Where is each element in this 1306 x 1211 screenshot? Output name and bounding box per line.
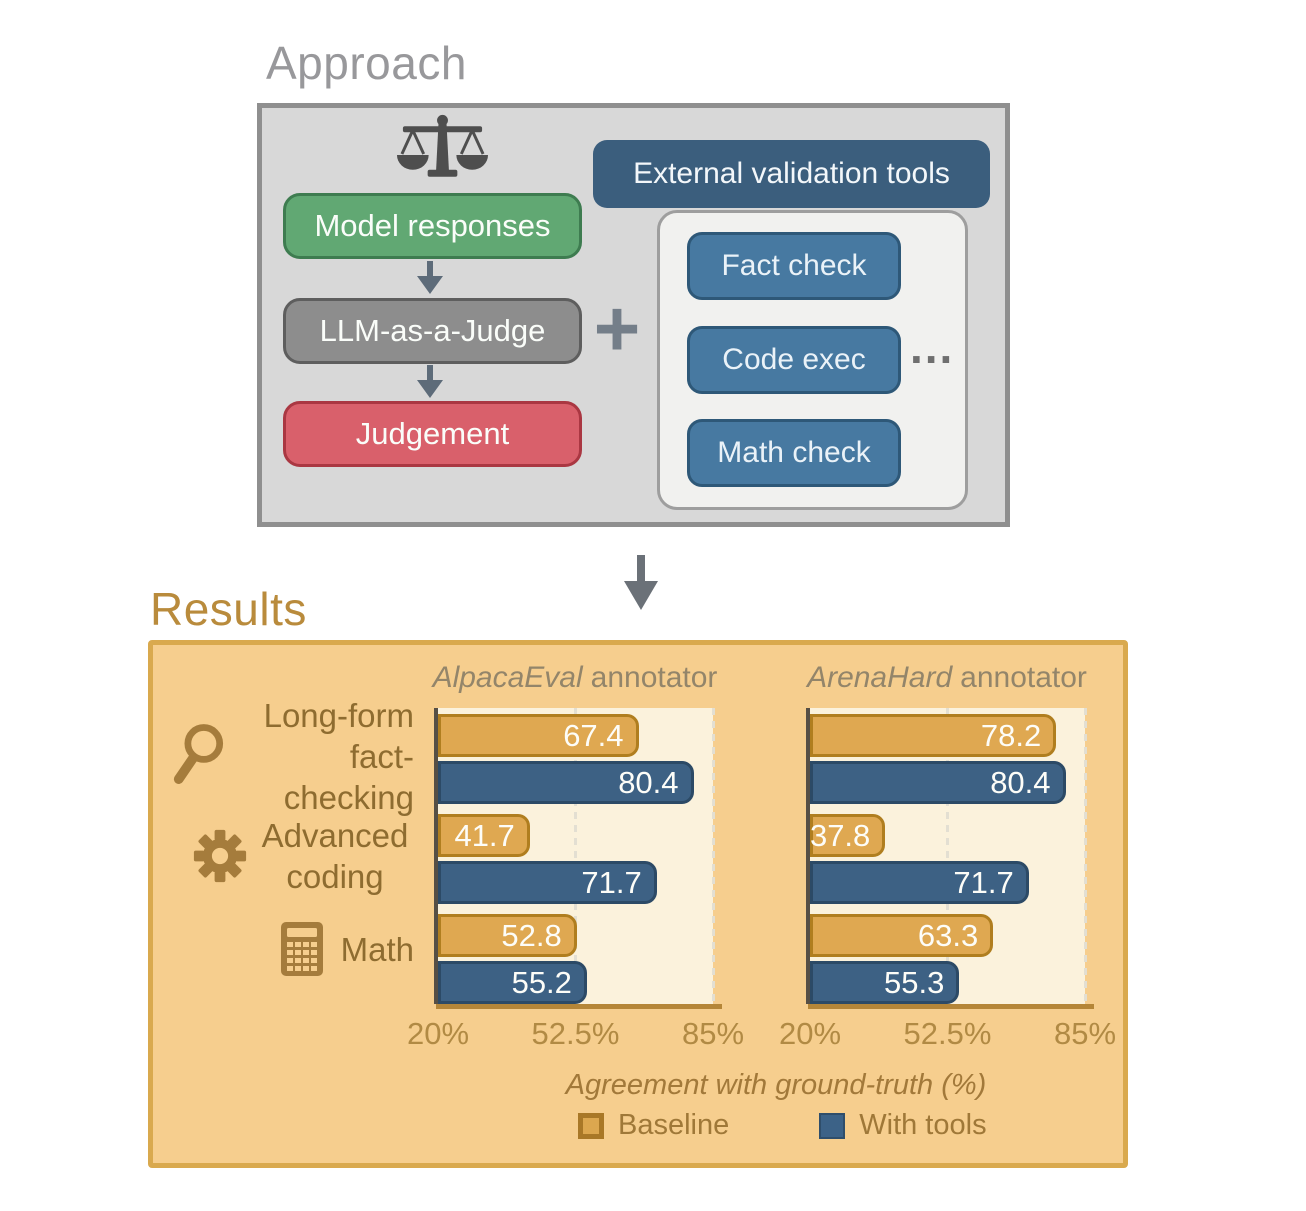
x-axis-spine (436, 1004, 722, 1009)
bar-with-tools: 80.4 (438, 761, 694, 804)
x-axis-spine (808, 1004, 1094, 1009)
bar-value-label: 55.3 (884, 965, 945, 1000)
category-row-math: Math (281, 921, 414, 977)
bar-baseline: 63.3 (810, 914, 994, 957)
more-tools-ellipsis: ... (910, 321, 955, 373)
code-exec-node: Code exec (687, 326, 901, 394)
results-section-title: Results (150, 583, 307, 635)
bar-value-label: 80.4 (618, 765, 679, 800)
legend-item-with-tools: With tools (819, 1109, 987, 1142)
arrow-down-icon (621, 555, 661, 612)
bar-value-label: 55.2 (511, 965, 572, 1000)
bar-value-label: 37.8 (809, 818, 871, 853)
bar-baseline: 41.7 (438, 814, 530, 857)
x-tick-label: 52.5% (903, 1016, 992, 1051)
bar-baseline: 78.2 (810, 714, 1057, 757)
category-row-fact-checking: Long-form fact-checking (171, 697, 414, 816)
x-tick-label: 85% (681, 1016, 745, 1051)
llm-as-a-judge-node: LLM-as-a-Judge (283, 298, 582, 364)
chart-legend: Baseline With tools (578, 1109, 987, 1142)
category-label-line: Advanced (261, 817, 409, 854)
search-icon (171, 723, 225, 789)
chart-panel-alpacaeval: 67.4 80.4 41.7 71.7 52.8 55.2 (438, 708, 715, 1004)
gridline (1083, 708, 1087, 1004)
bar-value-label: 63.3 (917, 918, 979, 953)
bar-baseline: 37.8 (809, 814, 886, 857)
legend-item-baseline: Baseline (578, 1109, 729, 1142)
baseline-swatch-icon (578, 1112, 604, 1139)
category-label-line: Math (340, 930, 414, 968)
plus-sign: + (593, 284, 641, 373)
bar-baseline: 67.4 (438, 714, 639, 757)
category-label-line: fact-checking (283, 737, 414, 816)
bar-value-label: 52.8 (501, 918, 562, 953)
chart-panel-arenahard: 78.2 80.4 37.8 71.7 63.3 55.3 (809, 708, 1087, 1004)
bar-value-label: 67.4 (563, 718, 624, 753)
chart-title-suffix: annotator (960, 661, 1087, 694)
gridline (946, 708, 949, 1004)
x-tick-label: 20% (778, 1016, 842, 1051)
bar-with-tools: 55.3 (810, 961, 960, 1004)
bar-value-label: 78.2 (980, 718, 1042, 753)
x-tick-label: 52.5% (531, 1016, 620, 1051)
balance-scale-icon (395, 114, 490, 186)
with-tools-swatch-icon (819, 1112, 846, 1139)
math-check-node: Math check (687, 419, 901, 487)
y-axis-spine (806, 708, 810, 1004)
code-exec-label: Code exec (722, 343, 866, 376)
bar-baseline: 52.8 (438, 914, 577, 957)
fact-check-label: Fact check (721, 249, 867, 282)
gear-icon (193, 829, 247, 883)
category-label-line: Long-form (263, 696, 414, 734)
math-check-label: Math check (717, 436, 871, 469)
bar-with-tools: 71.7 (810, 861, 1029, 904)
judgement-label: Judgement (355, 416, 510, 451)
bar-with-tools: 55.2 (438, 961, 587, 1004)
x-axis-ticks: 20% 52.5% 85% (779, 1016, 1116, 1052)
category-row-coding: Advanced coding (193, 813, 415, 899)
model-responses-label: Model responses (314, 208, 551, 243)
bar-value-label: 71.7 (953, 865, 1014, 900)
chart-title-suffix: annotator (590, 661, 718, 694)
bar-value-label: 80.4 (990, 765, 1051, 800)
x-axis-title: Agreement with ground-truth (%) (565, 1069, 987, 1101)
bar-with-tools: 80.4 (810, 761, 1066, 804)
external-validation-tools-header: External validation tools (593, 140, 990, 208)
approach-section-title: Approach (266, 37, 467, 89)
bar-with-tools: 71.7 (438, 861, 657, 904)
category-label-line: coding (286, 858, 384, 895)
gridline (711, 708, 715, 1004)
gridline (574, 708, 577, 1004)
y-axis-spine (434, 708, 438, 1004)
x-axis-ticks: 20% 52.5% 85% (407, 1016, 744, 1052)
x-tick-label: 20% (406, 1016, 470, 1051)
approach-diagram-box: Model responses LLM-as-a-Judge Judgement… (257, 103, 1010, 527)
model-responses-node: Model responses (283, 193, 582, 259)
legend-label: With tools (859, 1109, 987, 1141)
arrow-down-icon (414, 261, 446, 295)
arrow-down-icon (414, 365, 446, 399)
judgement-node: Judgement (283, 401, 582, 467)
calculator-icon (281, 922, 323, 976)
legend-label: Baseline (618, 1109, 730, 1141)
x-tick-label: 85% (1053, 1016, 1117, 1051)
llm-as-a-judge-label: LLM-as-a-Judge (319, 313, 546, 348)
chart-title-italic: ArenaHard (807, 661, 953, 694)
external-validation-tools-label: External validation tools (633, 157, 950, 190)
bar-value-label: 41.7 (454, 818, 515, 853)
chart-title-italic: AlpacaEval (432, 661, 583, 694)
bar-value-label: 71.7 (581, 865, 642, 900)
fact-check-node: Fact check (687, 232, 901, 300)
